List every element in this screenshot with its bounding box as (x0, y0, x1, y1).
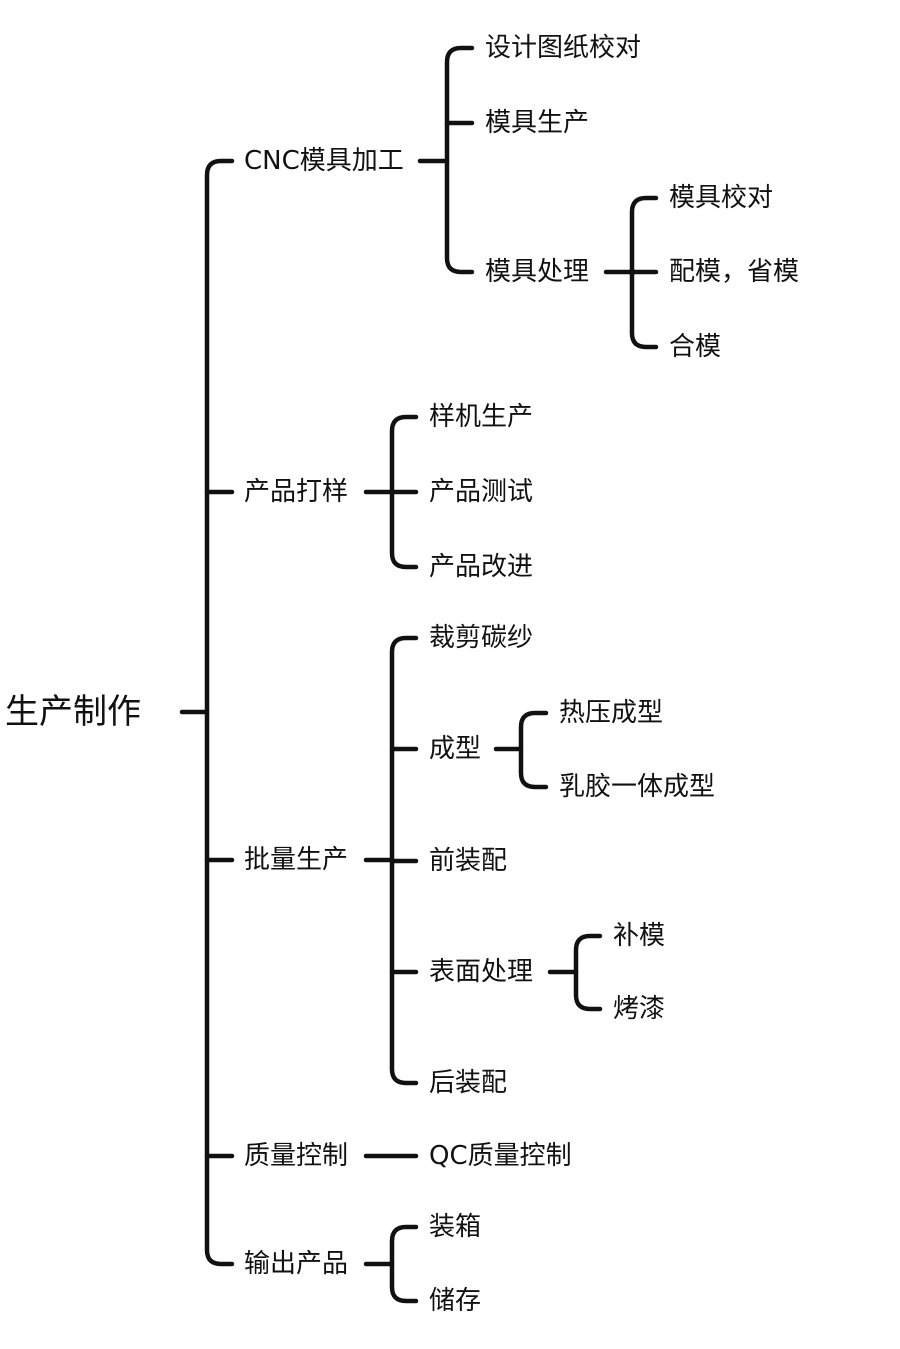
node-label-level-2: 设计图纸校对 (485, 33, 642, 63)
node-label-level-2: 前装配 (429, 846, 508, 876)
branch-spine-r-2-3 (573, 933, 603, 1012)
node-label-level-1: 质量控制 (244, 1141, 349, 1171)
branch-spine-r-4 (389, 1224, 419, 1304)
root-node-label: 生产制作 (5, 692, 141, 732)
node-label-level-2: 储存 (429, 1286, 482, 1316)
node-label-level-2: 裁剪碳纱 (429, 623, 534, 653)
node-label-level-2: QC质量控制 (429, 1141, 572, 1171)
node-label-level-3: 合模 (669, 332, 722, 362)
node-label-level-1: 产品打样 (244, 477, 349, 507)
node-label-level-3: 乳胶一体成型 (559, 772, 716, 802)
node-label-level-3: 热压成型 (559, 698, 664, 728)
node-label-level-3: 补模 (613, 921, 666, 951)
node-label-level-2: 模具生产 (485, 108, 590, 138)
node-label-level-2: 后装配 (429, 1068, 508, 1098)
node-label-level-2: 装箱 (429, 1212, 482, 1242)
node-label-level-1: 批量生产 (244, 845, 349, 875)
node-label-level-2: 表面处理 (429, 957, 534, 987)
node-label-level-2: 产品改进 (429, 552, 534, 582)
node-label-level-2: 成型 (429, 734, 482, 764)
node-label-level-2: 产品测试 (429, 477, 534, 507)
node-label-level-3: 配模，省模 (669, 257, 800, 287)
branch-spine-r (204, 158, 235, 1267)
node-label-level-3: 模具校对 (669, 183, 774, 213)
node-label-level-1: CNC模具加工 (244, 146, 404, 176)
node-label-level-3: 烤漆 (613, 994, 666, 1024)
node-label-level-1: 输出产品 (244, 1249, 349, 1279)
node-label-level-2: 样机生产 (429, 402, 534, 432)
branch-spine-r-0 (444, 45, 475, 275)
node-label-level-2: 模具处理 (485, 257, 590, 287)
branch-spine-r-2-1 (518, 710, 549, 790)
